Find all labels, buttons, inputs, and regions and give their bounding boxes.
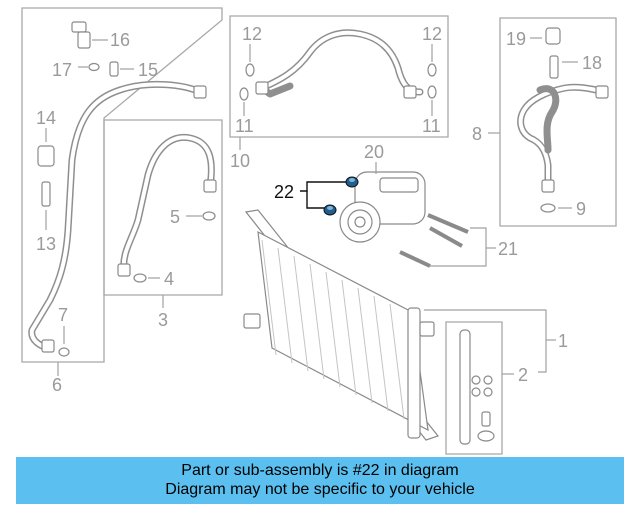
panel-right-hose-8 (499, 17, 617, 227)
callout-8: 8 (472, 124, 482, 144)
callout-3: 3 (158, 310, 168, 330)
callout-11-right: 11 (422, 116, 441, 136)
callout-21: 21 (498, 239, 518, 259)
hose-assembly-3 (117, 133, 217, 277)
panel-top-hose-10 (229, 15, 449, 138)
oring-17 (88, 62, 100, 72)
callout-12-right: 12 (422, 24, 442, 44)
cap-14 (37, 128, 55, 167)
drier-2 (445, 321, 514, 455)
valve-15 (109, 61, 134, 77)
callout-14: 14 (36, 108, 56, 128)
callout-13: 13 (36, 234, 56, 254)
callout-12-left: 12 (242, 24, 262, 44)
condenser-1 (243, 209, 440, 441)
callout-11-left: 11 (235, 116, 254, 136)
callout-9: 9 (576, 199, 586, 219)
oring-12-left (245, 63, 255, 77)
callout-5: 5 (170, 207, 180, 227)
compressor-20 (339, 162, 426, 243)
seal-22 (300, 176, 359, 216)
callout-6: 6 (52, 375, 62, 395)
banner-line-part: Part or sub-assembly is #22 in diagram (181, 462, 459, 479)
hose-assembly-6 (28, 80, 207, 353)
callout-22: 22 (274, 182, 294, 202)
oring-7 (58, 347, 70, 357)
valve-13 (41, 181, 51, 230)
banner-line-disclaimer: Diagram may not be specific to your vehi… (165, 481, 475, 498)
callout-4: 4 (164, 269, 174, 289)
hose-assembly-8 (517, 83, 609, 193)
callout-7: 7 (58, 305, 68, 325)
oring-5 (202, 211, 216, 221)
callout-15: 15 (138, 60, 158, 80)
cap-19 (545, 27, 561, 45)
callout-16: 16 (110, 30, 130, 50)
callout-17: 17 (52, 60, 72, 80)
oring-4 (133, 273, 147, 283)
oring-9 (540, 203, 556, 213)
info-banner: Part or sub-assembly is #22 in diagram D… (16, 457, 624, 504)
callout-1: 1 (558, 331, 568, 351)
oring-11-left (239, 87, 249, 101)
callout-20: 20 (364, 142, 384, 162)
callout-10: 10 (230, 151, 250, 171)
valve-18 (549, 55, 559, 79)
callout-2: 2 (518, 365, 528, 385)
callout-18: 18 (582, 53, 602, 73)
bolts-21 (399, 213, 496, 268)
oring-11-right (427, 85, 437, 99)
panel-hose-assembly-3 (103, 119, 223, 296)
hose-assembly-10 (255, 29, 424, 99)
callout-19: 19 (506, 29, 526, 49)
sensor-16 (71, 21, 108, 49)
oring-12-right (427, 63, 437, 77)
panel-left-hoses (21, 7, 223, 363)
